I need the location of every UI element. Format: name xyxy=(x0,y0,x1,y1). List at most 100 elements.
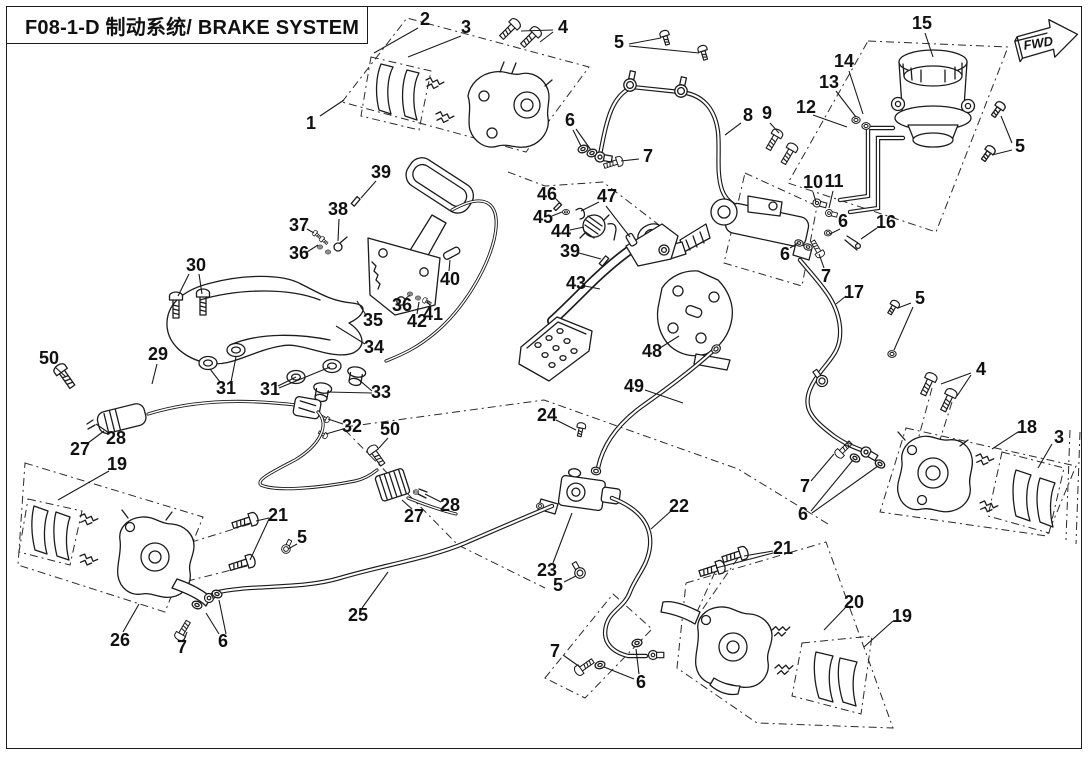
front-right-brake-hose xyxy=(797,257,902,471)
leader-line-16 xyxy=(860,227,878,240)
leader-line-14 xyxy=(848,70,864,115)
leader-line-27 xyxy=(87,430,105,444)
reservoir-pipes xyxy=(811,116,906,251)
leader-line-31 xyxy=(277,376,297,387)
leader-line-43 xyxy=(584,285,601,290)
leader-line-36 xyxy=(306,244,319,253)
leader-line-21 xyxy=(255,517,270,522)
leader-line-21 xyxy=(715,552,774,569)
leader-line-32 xyxy=(327,418,344,425)
parking-brake-lever xyxy=(311,157,498,363)
leader-line-28 xyxy=(95,423,110,434)
leader-line-30 xyxy=(177,273,190,297)
leader-line-5 xyxy=(1000,115,1013,144)
leader-line-48 xyxy=(659,335,680,349)
leader-line-19 xyxy=(57,470,110,501)
leader-line-7 xyxy=(620,158,640,162)
leader-line-6 xyxy=(810,459,854,512)
leader-line-18 xyxy=(991,431,1019,450)
leader-line-13 xyxy=(835,90,857,118)
leader-line-6 xyxy=(811,465,879,514)
leader-line-46 xyxy=(554,197,562,205)
leader-line-3 xyxy=(407,35,462,58)
rear-brake-lines xyxy=(211,342,723,678)
leader-line-39 xyxy=(578,252,602,260)
leader-line-11 xyxy=(828,190,834,209)
leader-line-7 xyxy=(818,253,825,269)
leader-line-20 xyxy=(823,606,847,631)
leader-line-29 xyxy=(151,363,158,385)
front-right-caliper-group xyxy=(896,370,1056,528)
leader-line-49 xyxy=(644,389,684,404)
rear-right-caliper-group xyxy=(660,544,858,707)
leader-line-3 xyxy=(1037,443,1053,469)
leader-line-9 xyxy=(769,122,780,134)
leader-line-4 xyxy=(539,31,554,43)
brake-pedal xyxy=(518,202,679,382)
leader-line-6 xyxy=(218,599,227,635)
junction-block xyxy=(557,468,622,512)
leader-line-5 xyxy=(897,302,912,309)
leader-line-50 xyxy=(54,366,67,378)
leader-line-1 xyxy=(319,99,345,117)
master-cylinder xyxy=(663,195,827,261)
leader-line-4 xyxy=(956,374,972,397)
leader-line-5 xyxy=(628,37,662,45)
leader-line-19 xyxy=(863,620,894,648)
leader-line-6 xyxy=(789,242,799,249)
leader-line-37 xyxy=(306,228,315,234)
leader-line-5 xyxy=(893,306,914,351)
leader-line-25 xyxy=(361,571,389,609)
leader-line-6 xyxy=(575,128,592,151)
leader-line-50 xyxy=(378,437,389,449)
leader-line-36 xyxy=(404,294,411,300)
leader-line-47 xyxy=(580,201,600,212)
leader-line-17 xyxy=(835,295,847,305)
brake-fluid-reservoir xyxy=(890,49,1008,164)
leader-line-33 xyxy=(357,378,373,392)
leader-line-7 xyxy=(562,654,581,668)
fwd-label: FWD xyxy=(1022,33,1054,53)
page-border xyxy=(6,6,1082,749)
leader-line-44 xyxy=(569,226,585,231)
leader-line-8 xyxy=(724,122,742,136)
fwd-arrow-icon: FWD xyxy=(1014,18,1079,63)
front-left-caliper-group xyxy=(375,16,553,148)
leader-line-7 xyxy=(810,453,835,482)
leader-line-12 xyxy=(812,114,848,128)
leader-line-39 xyxy=(360,180,377,199)
leader-line-27 xyxy=(401,499,413,510)
leader-line-32 xyxy=(325,428,344,435)
leader-line-34 xyxy=(335,325,366,345)
leader-line-31 xyxy=(230,356,237,383)
leader-line-2 xyxy=(373,27,419,54)
leader-line-24 xyxy=(555,419,577,431)
leader-line-26 xyxy=(122,603,140,633)
leader-line-28 xyxy=(424,493,442,503)
leader-line-33 xyxy=(326,391,373,394)
leader-line-23 xyxy=(552,512,573,564)
parking-brake-cable xyxy=(51,361,458,516)
page-title: F08-1-D 制动系统/ BRAKE SYSTEM xyxy=(25,16,360,39)
leader-line-6 xyxy=(635,648,640,675)
leader-line-4 xyxy=(940,372,972,385)
leader-line-6 xyxy=(829,228,841,235)
pedal-bracket xyxy=(656,270,734,371)
leader-line-10 xyxy=(812,191,817,203)
leader-line-5 xyxy=(991,149,1013,156)
leader-line-6 xyxy=(603,666,635,680)
leader-line-5 xyxy=(563,575,577,583)
leader-line-5 xyxy=(628,45,700,54)
leader-line-30 xyxy=(198,273,203,295)
leader-line-31 xyxy=(209,368,221,383)
leader-line-5 xyxy=(287,543,298,550)
title-box: F08-1-D 制动系统/ BRAKE SYSTEM xyxy=(6,6,368,44)
leader-line-21 xyxy=(743,550,774,557)
leader-line-38 xyxy=(337,218,340,242)
leader-line-21 xyxy=(249,518,270,561)
leader-line-42 xyxy=(416,301,420,315)
leader-line-6 xyxy=(205,612,220,635)
